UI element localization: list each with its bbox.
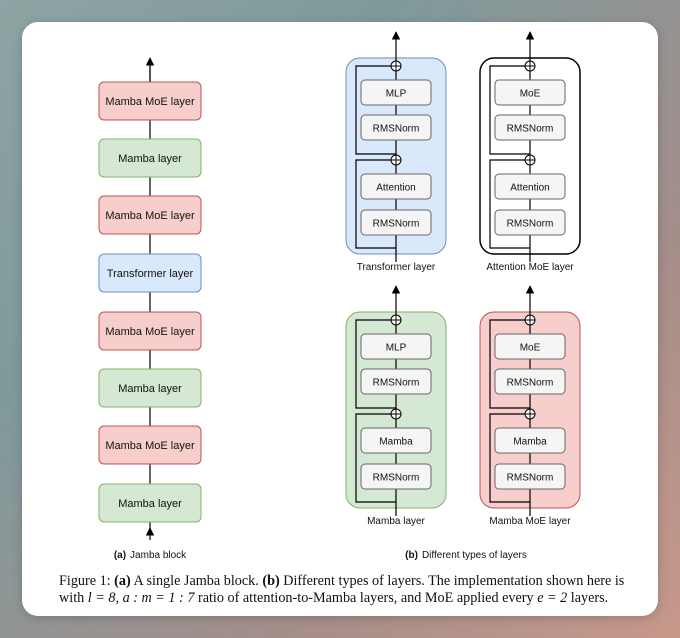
jamba-block: Mamba MoE layer Mamba layer Mamba MoE la… <box>98 57 202 561</box>
caption-l-eq: l = 8 <box>87 590 116 606</box>
sublayer-label-top_norm-0: RMSNorm <box>373 124 420 135</box>
sublayer-top-1 <box>494 79 566 106</box>
sublayer-bottom_norm-2 <box>360 463 432 490</box>
sublayer-label-bottom-1: Attention <box>510 183 549 194</box>
sublayer-top_norm-2 <box>360 368 432 395</box>
caption-a-text: A single Jamba block. <box>133 573 259 589</box>
jamba-layer-3-label: Transformer layer <box>107 268 194 280</box>
layer-types-caption: (b) Different types of layers <box>405 550 527 561</box>
jamba-layer-6: Mamba MoE layer <box>98 425 202 465</box>
sublayer-bottom_norm-0 <box>360 209 432 236</box>
jamba-layer-5-label: Mamba layer <box>118 383 182 395</box>
jamba-layer-7: Mamba layer <box>98 483 202 523</box>
jamba-layer-3: Transformer layer <box>98 253 202 293</box>
jamba-layer-5: Mamba layer <box>98 368 202 408</box>
sublayer-bottom-2 <box>360 427 432 454</box>
residual-connection-2-1 <box>355 413 396 503</box>
residual-connection-2-0 <box>355 319 396 409</box>
residual-connection-0-1 <box>355 159 396 249</box>
sublayer-label-bottom_norm-0: RMSNorm <box>373 219 420 230</box>
sublayer-top_norm-0 <box>360 114 432 141</box>
jamba-layer-4: Mamba MoE layer <box>98 311 202 351</box>
sublayer-bottom-1 <box>494 173 566 200</box>
layer-type-title-2: Mamba layer <box>367 516 425 527</box>
sublayer-label-top_norm-1: RMSNorm <box>507 124 554 135</box>
jamba-layer-2-label: Mamba MoE layer <box>105 210 195 222</box>
residual-connection-0-0 <box>355 65 396 155</box>
residual-connection-3-1 <box>489 413 530 503</box>
caption-end: layers. <box>570 590 609 606</box>
layer-types-text: Different types of layers <box>422 550 527 561</box>
sublayer-label-bottom_norm-3: RMSNorm <box>507 473 554 484</box>
sublayer-label-top_norm-3: RMSNorm <box>507 378 554 389</box>
caption-figure: Figure 1: <box>59 573 111 589</box>
caption-ratio-text: ratio of attention-to-Mamba layers, and … <box>197 590 534 606</box>
jamba-block-text: Jamba block <box>130 550 187 561</box>
layer-type-title-1: Attention MoE layer <box>486 262 574 273</box>
jamba-layer-4-label: Mamba MoE layer <box>105 326 195 338</box>
figure-caption: Figure 1: (a) A single Jamba block. (b) … <box>59 573 625 606</box>
sublayer-label-top-2: MLP <box>386 343 407 354</box>
residual-connection-3-0 <box>489 319 530 409</box>
caption-b-tag: (b) <box>262 573 280 589</box>
sublayer-bottom_norm-3 <box>494 463 566 490</box>
jamba-layer-0-label: Mamba MoE layer <box>105 96 195 108</box>
sublayer-label-bottom-2: Mamba <box>379 437 413 448</box>
sublayer-top-2 <box>360 333 432 360</box>
sublayer-top-3 <box>494 333 566 360</box>
residual-connection-1-0 <box>489 65 530 155</box>
layer-types-tag: (b) <box>405 550 418 561</box>
sublayer-bottom-0 <box>360 173 432 200</box>
sublayer-label-top-0: MLP <box>386 89 407 100</box>
caption-b-text: Different types of layers. The implement… <box>59 573 625 606</box>
sublayer-bottom_norm-1 <box>494 209 566 236</box>
jamba-layer-1: Mamba layer <box>98 138 202 178</box>
caption-ratio: a : m = 1 : 7 <box>122 590 195 606</box>
layer-type-title-3: Mamba MoE layer <box>489 516 571 527</box>
jamba-layer-1-label: Mamba layer <box>118 153 182 165</box>
jamba-layer-2: Mamba MoE layer <box>98 195 202 235</box>
residual-connection-1-1 <box>489 159 530 249</box>
jamba-layer-0: Mamba MoE layer <box>98 81 202 121</box>
sublayer-label-bottom-3: Mamba <box>513 437 547 448</box>
sublayer-label-top-3: MoE <box>520 343 541 354</box>
sublayer-label-bottom_norm-2: RMSNorm <box>373 473 420 484</box>
sublayer-label-top-1: MoE <box>520 89 541 100</box>
sublayer-bottom-3 <box>494 427 566 454</box>
sublayer-top-0 <box>360 79 432 106</box>
sublayer-top_norm-1 <box>494 114 566 141</box>
layer-type-title-0: Transformer layer <box>357 262 436 273</box>
sublayer-label-bottom-0: Attention <box>376 183 415 194</box>
caption-e-eq: e = 2 <box>537 590 568 606</box>
jamba-layer-7-label: Mamba layer <box>118 498 182 510</box>
sublayer-top_norm-3 <box>494 368 566 395</box>
jamba-block-tag: (a) <box>114 550 126 561</box>
sublayer-label-bottom_norm-1: RMSNorm <box>507 219 554 230</box>
caption-a-tag: (a) <box>114 573 131 589</box>
sublayer-label-top_norm-2: RMSNorm <box>373 378 420 389</box>
jamba-block-caption: (a) Jamba block <box>114 550 187 561</box>
jamba-layer-6-label: Mamba MoE layer <box>105 440 195 452</box>
